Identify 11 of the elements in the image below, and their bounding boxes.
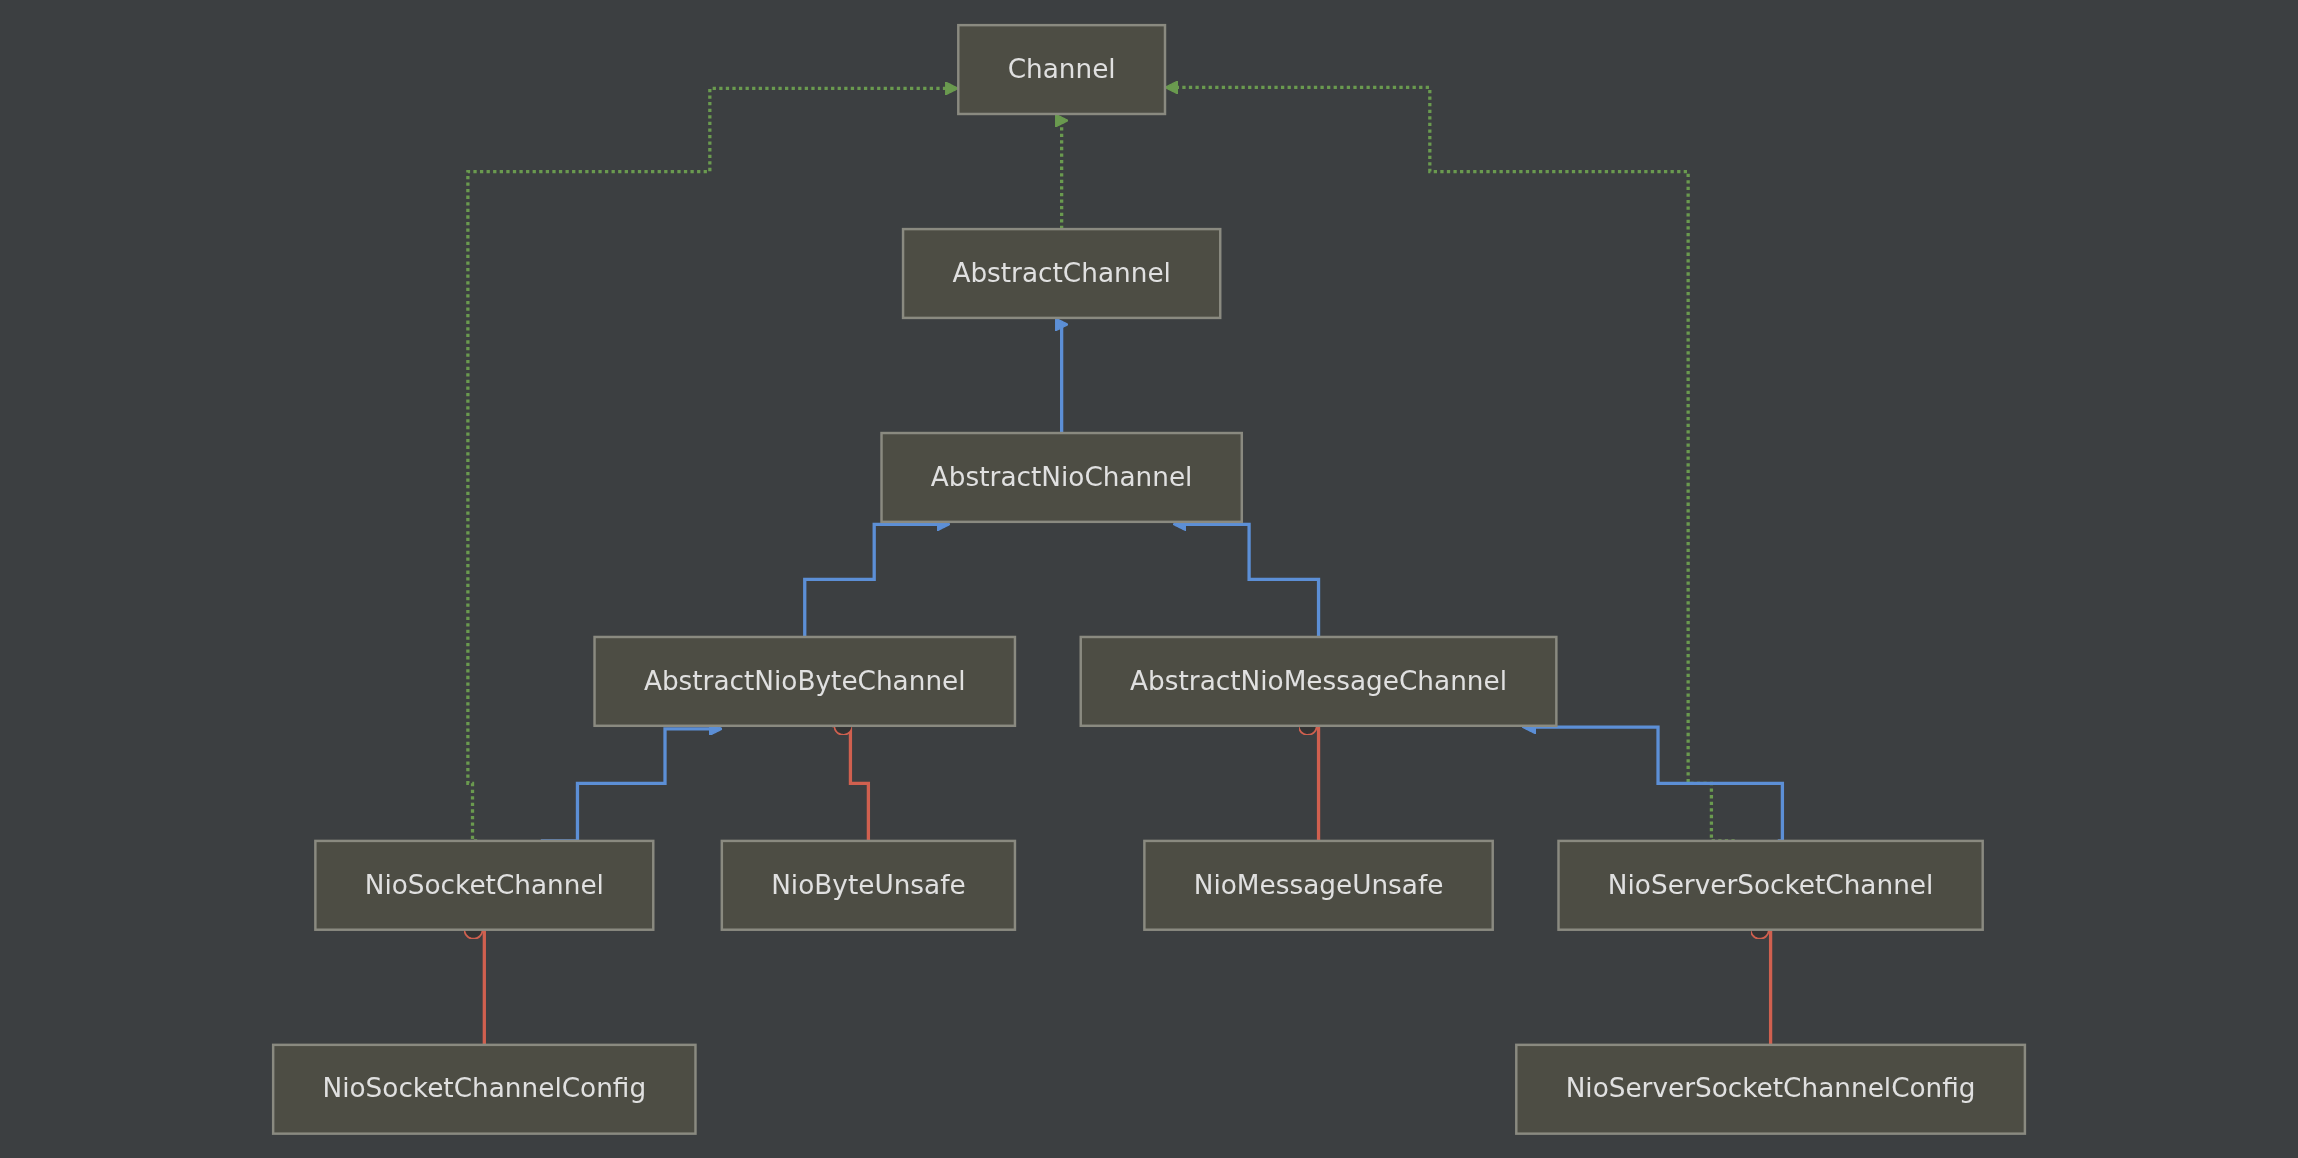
node-box: Channel (957, 23, 1167, 115)
node-box: AbstractChannel (901, 227, 1222, 319)
node-box: NioByteUnsafe (720, 839, 1017, 931)
node-box: NioSocketChannel (314, 839, 655, 931)
node-box: NioServerSocketChannelConfig (1515, 1043, 2027, 1135)
node-box: NioMessageUnsafe (1143, 839, 1494, 931)
node-box: AbstractNioChannel (880, 431, 1243, 523)
node-box: NioSocketChannelConfig (271, 1043, 697, 1135)
node-box: AbstractNioByteChannel (593, 635, 1017, 727)
node-box: AbstractNioMessageChannel (1079, 635, 1558, 727)
node-box: NioServerSocketChannel (1557, 839, 1984, 931)
